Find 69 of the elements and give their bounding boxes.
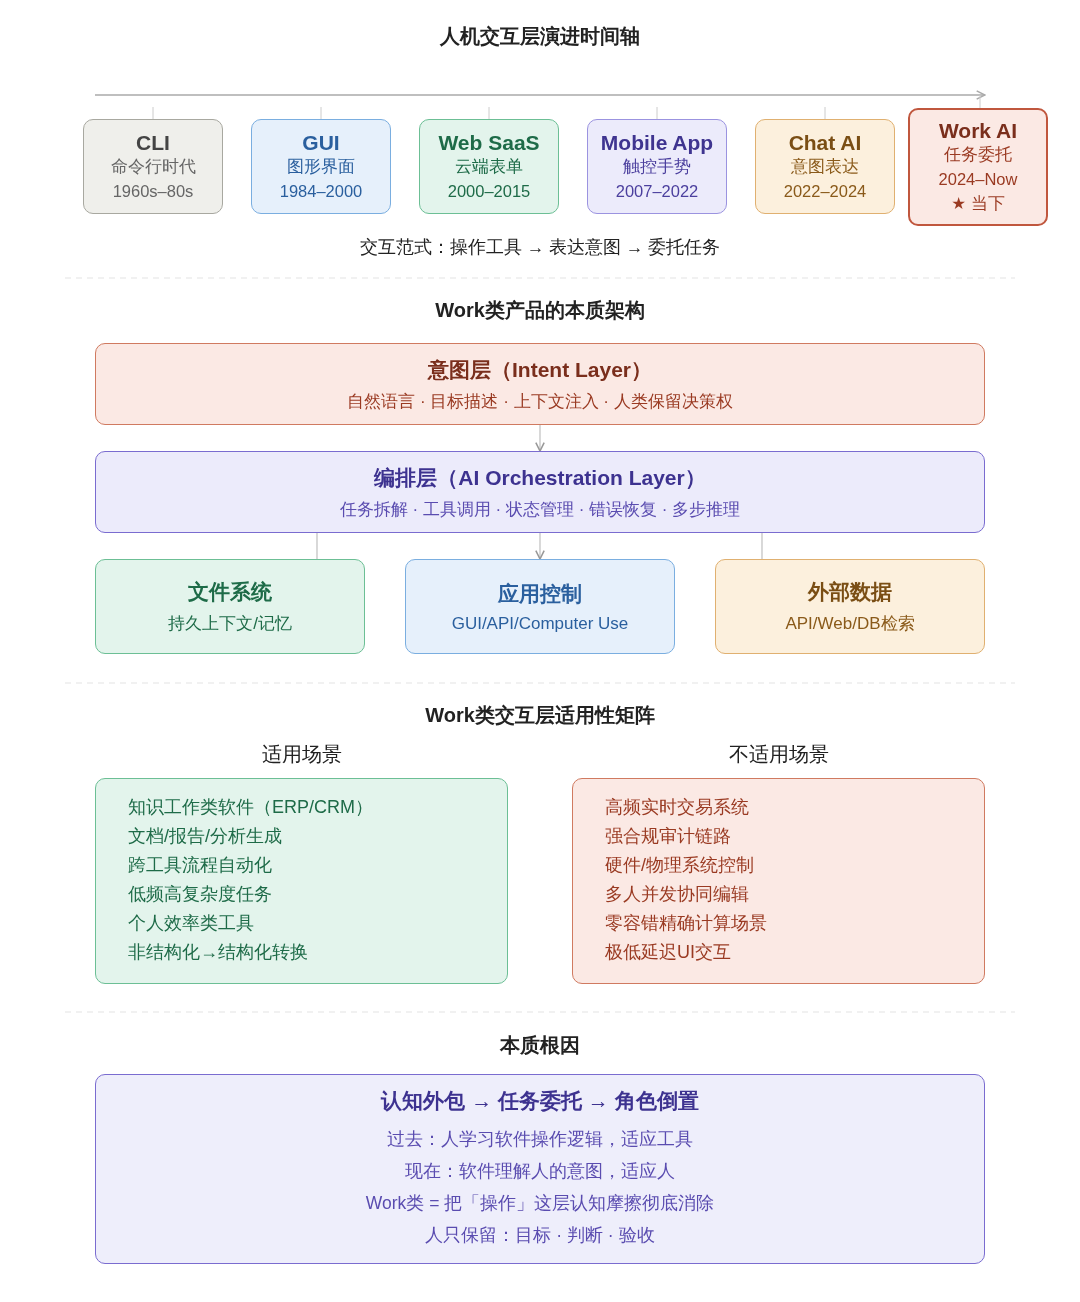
section-title: Work类交互层适用性矩阵 — [425, 703, 655, 728]
box-line: 人只保留：目标 · 判断 · 验收 — [425, 1224, 655, 1247]
summary-box — [95, 1074, 985, 1264]
era-subtitle: 触控手势 — [623, 155, 691, 178]
box-description: GUI/API/Computer Use — [451, 613, 629, 634]
era-subtitle: 任务委托 — [944, 144, 1012, 166]
module-box — [715, 559, 985, 654]
year-range: 2024–Now — [938, 169, 1018, 190]
list-item: 文档/报告/分析生成 — [128, 825, 282, 848]
era-card — [251, 119, 391, 214]
connector-line — [761, 532, 763, 560]
section-title: Work类产品的本质架构 — [435, 298, 645, 323]
era-title: Chat AI — [788, 130, 862, 155]
box-title: 编排层（AI Orchestration Layer） — [374, 464, 706, 491]
layer-box — [95, 343, 985, 425]
box-line: 现在：软件理解人的意图，适应人 — [405, 1160, 675, 1183]
era-card — [83, 119, 223, 214]
year-range: 1984–2000 — [279, 180, 363, 202]
list-item: 跨工具流程自动化 — [128, 854, 272, 877]
section-title: 本质根因 — [500, 1033, 580, 1058]
box-line: Work类 = 把「操作」这层认知摩擦彻底消除 — [365, 1192, 715, 1215]
module-box — [95, 559, 365, 654]
era-card — [587, 119, 727, 214]
box-description: 持久上下文/记忆 — [168, 613, 292, 635]
panel-heading: 适用场景 — [260, 742, 343, 767]
paradigm-note: 交互范式：操作工具 → 表达意图 → 委托任务 — [359, 236, 721, 259]
box-description: 任务拆解 · 工具调用 · 状态管理 · 错误恢复 · 多步推理 — [339, 498, 741, 521]
era-card — [908, 108, 1048, 226]
box-description: 自然语言 · 目标描述 · 上下文注入 · 人类保留决策权 — [347, 390, 733, 413]
list-item: 极低延迟UI交互 — [605, 941, 731, 964]
era-card — [755, 119, 895, 214]
list-item: 个人效率类工具 — [128, 912, 254, 935]
box-title: 应用控制 — [498, 580, 582, 607]
era-card — [419, 119, 559, 214]
list-item: 高频实时交易系统 — [605, 796, 749, 819]
panel-heading: 不适用场景 — [727, 742, 830, 767]
box-title: 认知外包 → 任务委托 → 角色倒置 — [381, 1088, 699, 1114]
era-title: Work AI — [938, 119, 1018, 143]
list-item: 非结构化→结构化转换 — [128, 941, 308, 964]
list-item: 零容错精确计算场景 — [605, 912, 767, 935]
list-item: 硬件/物理系统控制 — [605, 854, 754, 877]
layer-box — [95, 451, 985, 533]
box-description: API/Web/DB检索 — [785, 613, 915, 635]
diagram-title: 人机交互层演进时间轴 — [440, 24, 640, 49]
module-box — [405, 559, 675, 654]
year-range: 1960s–80s — [112, 180, 194, 202]
era-subtitle: 意图表达 — [791, 155, 859, 178]
era-title: CLI — [136, 130, 170, 155]
box-title: 意图层（Intent Layer） — [428, 356, 652, 383]
list-item: 知识工作类软件（ERP/CRM） — [128, 796, 373, 819]
list-item: 低频高复杂度任务 — [128, 883, 272, 906]
year-range: 2022–2024 — [783, 180, 867, 202]
era-subtitle: 命令行时代 — [110, 155, 196, 178]
era-title: Mobile App — [600, 130, 714, 155]
era-title: GUI — [302, 130, 340, 155]
arrow — [535, 532, 545, 560]
list-item: 强合规审计链路 — [605, 825, 731, 848]
box-title: 文件系统 — [188, 579, 272, 605]
year-range: 2000–2015 — [447, 180, 531, 202]
era-subtitle: 图形界面 — [287, 155, 355, 178]
list-item: 多人并发协同编辑 — [605, 883, 749, 906]
arrow — [535, 424, 545, 452]
connector-line — [316, 532, 318, 560]
era-subtitle: 云端表单 — [455, 155, 523, 178]
era-title: Web SaaS — [438, 130, 540, 155]
current-marker: ★ 当下 — [951, 193, 1005, 214]
box-title: 外部数据 — [808, 579, 892, 605]
year-range: 2007–2022 — [615, 180, 699, 202]
box-line: 过去：人学习软件操作逻辑，适应工具 — [387, 1128, 693, 1151]
